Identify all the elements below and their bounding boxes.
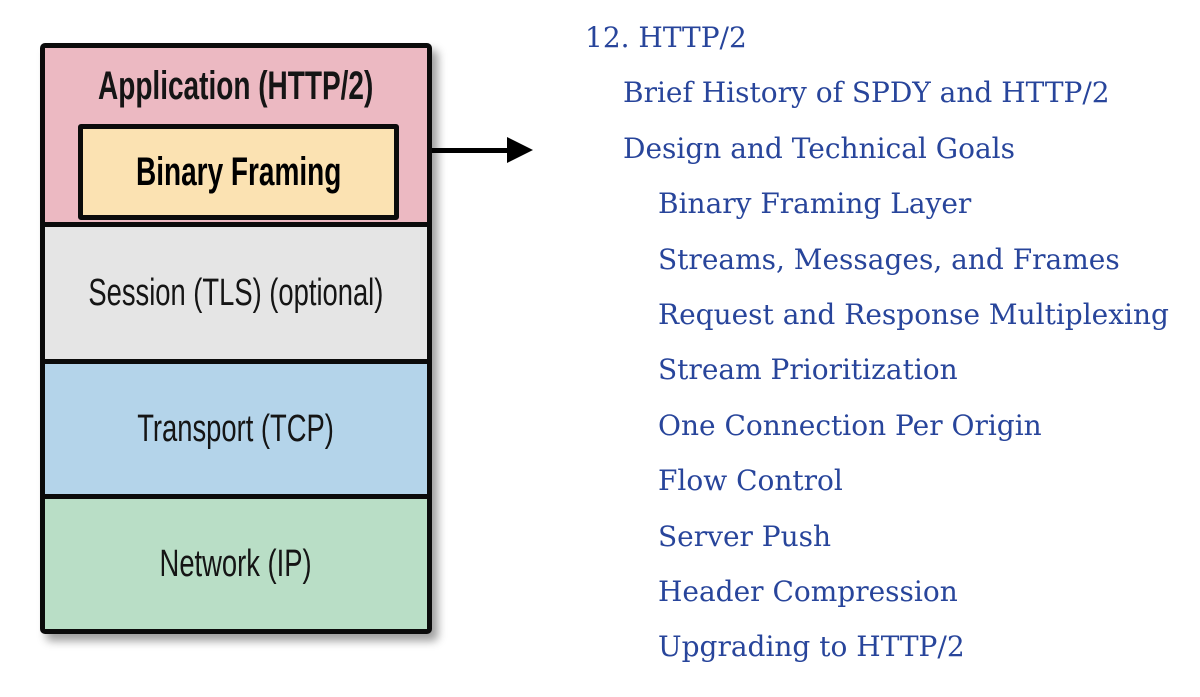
toc-item-stream-prioritization[interactable]: Stream Prioritization (658, 353, 958, 387)
layer-session-label: Session (TLS) (optional) (88, 271, 384, 314)
layer-transport-label: Transport (TCP) (137, 407, 335, 450)
toc-item-one-connection-per-origin[interactable]: One Connection Per Origin (658, 408, 1042, 442)
toc-item-server-push[interactable]: Server Push (658, 519, 832, 553)
toc-item-http2[interactable]: 12. HTTP/2 (585, 21, 747, 54)
toc-item-request-response-multiplexing[interactable]: Request and Response Multiplexing (658, 298, 1169, 332)
toc-item-brief-history[interactable]: Brief History of SPDY and HTTP/2 (623, 76, 1110, 110)
toc-item-header-compression[interactable]: Header Compression (658, 575, 958, 609)
toc-item-binary-framing-layer[interactable]: Binary Framing Layer (658, 187, 972, 221)
arrow-right-icon (432, 136, 533, 165)
toc-item-design-technical-goals[interactable]: Design and Technical Goals (623, 131, 1015, 165)
toc-item-streams-messages-frames[interactable]: Streams, Messages, and Frames (658, 242, 1120, 276)
layer-binary-framing: Binary Framing (78, 124, 399, 220)
toc-item-upgrading-to-http2[interactable]: Upgrading to HTTP/2 (658, 630, 965, 664)
toc-item-flow-control[interactable]: Flow Control (658, 464, 843, 498)
layer-network-label: Network (IP) (159, 542, 313, 585)
table-of-contents: 12. HTTP/2 Brief History of SPDY and HTT… (585, 10, 1185, 675)
layer-transport: Transport (TCP) (45, 359, 427, 494)
layer-network: Network (IP) (45, 494, 427, 629)
layer-session: Session (TLS) (optional) (45, 222, 427, 359)
layer-application: Application (HTTP/2) Binary Framing (45, 48, 427, 222)
protocol-stack-diagram: Application (HTTP/2) Binary Framing Sess… (40, 43, 432, 634)
layer-application-label: Application (HTTP/2) (98, 63, 374, 108)
layer-binary-framing-label: Binary Framing (135, 149, 342, 194)
